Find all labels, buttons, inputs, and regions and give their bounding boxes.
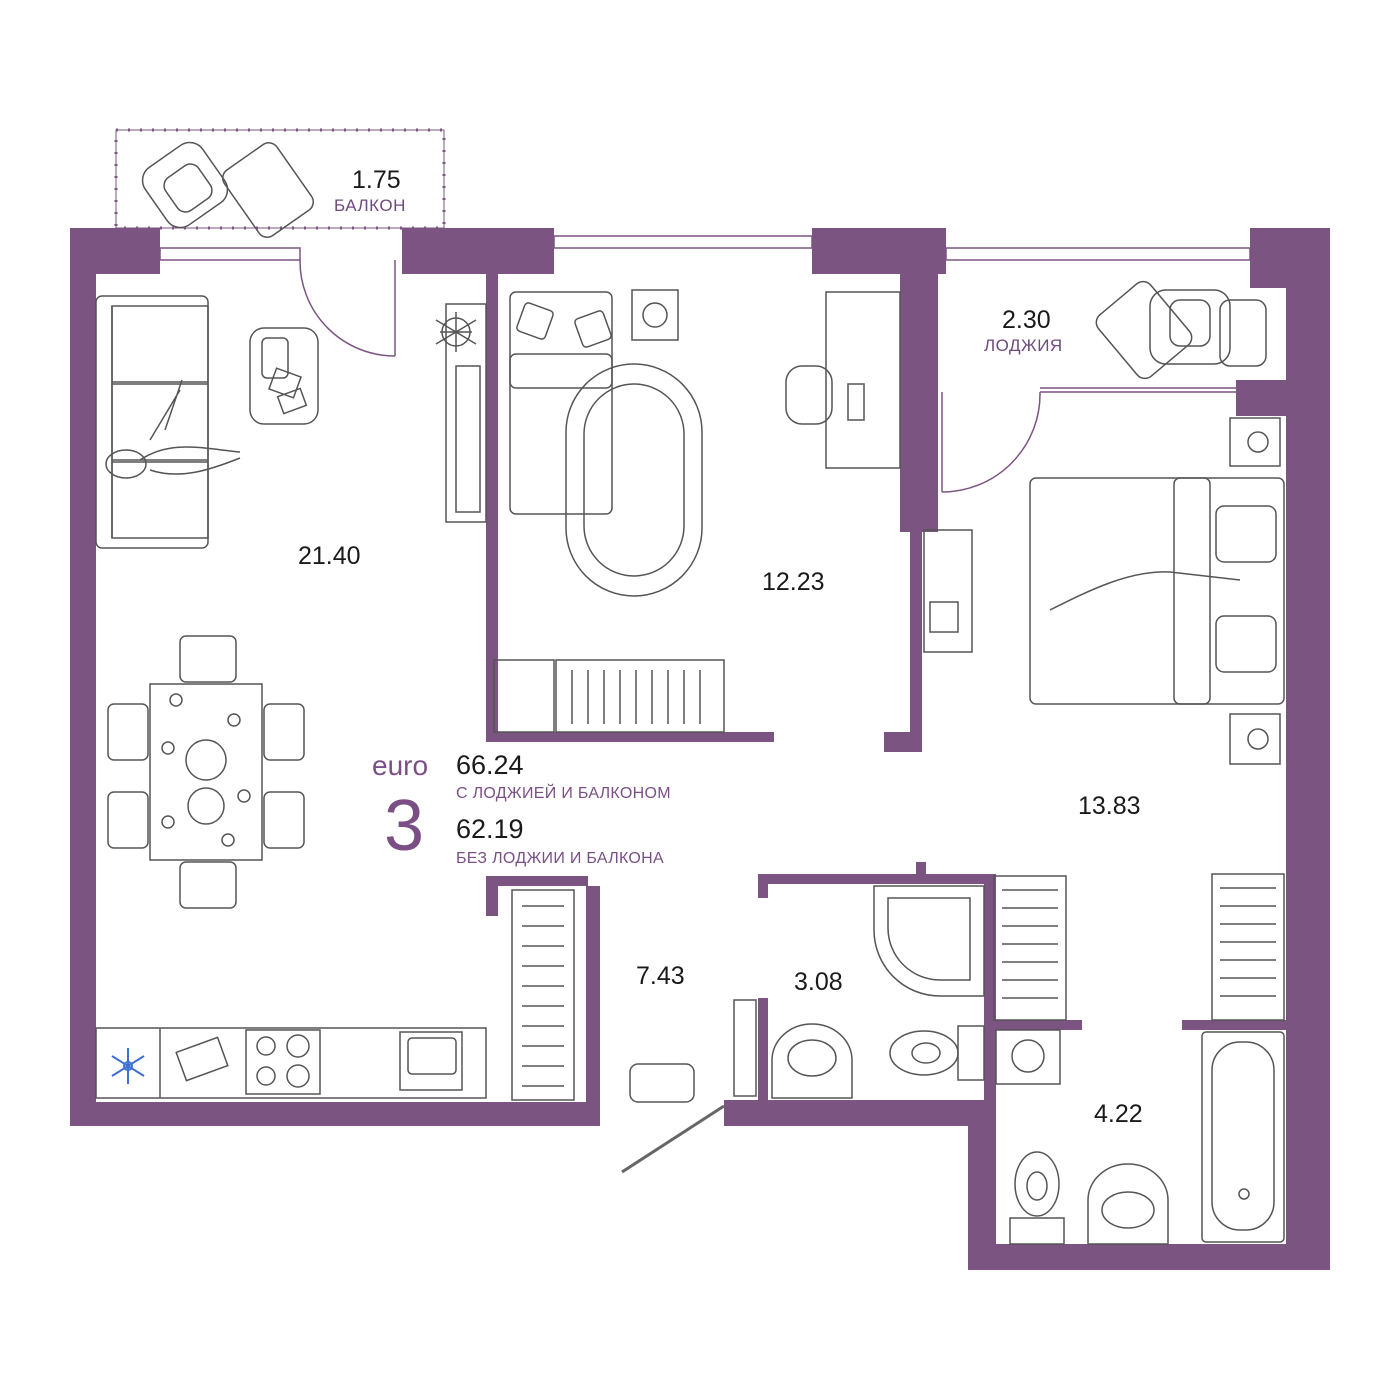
- doors: [299, 259, 1041, 493]
- radiator-icon: [511, 889, 575, 1101]
- bed-icon: [1029, 477, 1285, 705]
- living-room-area: 21.40: [298, 542, 361, 570]
- loggia-name: ЛОДЖИЯ: [984, 336, 1063, 355]
- wc-area: 3.08: [794, 968, 843, 996]
- armchair-icon: [1095, 280, 1267, 380]
- stove-icon: [245, 1029, 321, 1095]
- radiator-icon: [493, 659, 725, 733]
- desk-icon: [785, 291, 901, 469]
- balcony-area: 1.75: [352, 166, 401, 194]
- tv-stand-icon: [445, 303, 487, 523]
- rug-icon: [565, 363, 703, 597]
- loggia-area: 2.30: [1002, 306, 1051, 334]
- balcony-outline: [114, 128, 446, 230]
- kitchen-counter-icon: [95, 1027, 487, 1099]
- bedroom-middle-area: 12.23: [762, 568, 825, 596]
- sink-icon: [771, 1023, 853, 1099]
- armchair-icon: [141, 141, 314, 238]
- area-total: 66.24: [456, 750, 524, 780]
- washing-machine-icon: [631, 289, 679, 341]
- brand-euro: euro: [372, 750, 429, 781]
- plant-icon: [435, 312, 477, 352]
- balcony-name: БАЛКОН: [334, 196, 406, 215]
- bathroom-area: 4.22: [1094, 1100, 1143, 1128]
- dining-table-icon: [107, 635, 305, 909]
- area-total-caption: С ЛОДЖИЕЙ И БАЛКОНОМ: [456, 785, 671, 802]
- snowflake-icon: [111, 1048, 145, 1084]
- shower-icon: [873, 885, 985, 997]
- coffee-table-icon: [249, 327, 319, 425]
- bathtub-icon: [1201, 1031, 1285, 1243]
- windows: [159, 235, 1251, 393]
- wardrobe-icon: [923, 529, 973, 653]
- radiator-icon: [993, 875, 1067, 1021]
- sink-icon: [1087, 1163, 1169, 1245]
- bed-icon: [509, 291, 613, 515]
- entrance-door[interactable]: [621, 1104, 725, 1174]
- toilet-icon: [1009, 1151, 1065, 1245]
- area-net: 62.19: [456, 814, 524, 844]
- radiator-icon: [1211, 873, 1285, 1021]
- nightstand-icon: [1229, 417, 1281, 765]
- walls: [70, 228, 1330, 1270]
- rooms-count: 3: [384, 786, 425, 866]
- sofa-icon: [95, 295, 241, 549]
- sink-icon: [399, 1031, 463, 1091]
- washing-machine-icon: [995, 1029, 1061, 1085]
- bedroom-right-area: 13.83: [1078, 792, 1141, 820]
- toilet-icon: [889, 1025, 985, 1081]
- ottoman-icon: [629, 1063, 695, 1103]
- shoe-rack-icon: [733, 999, 757, 1097]
- area-net-caption: БЕЗ ЛОДЖИИ И БАЛКОНА: [456, 850, 665, 867]
- hall-area: 7.43: [636, 962, 685, 990]
